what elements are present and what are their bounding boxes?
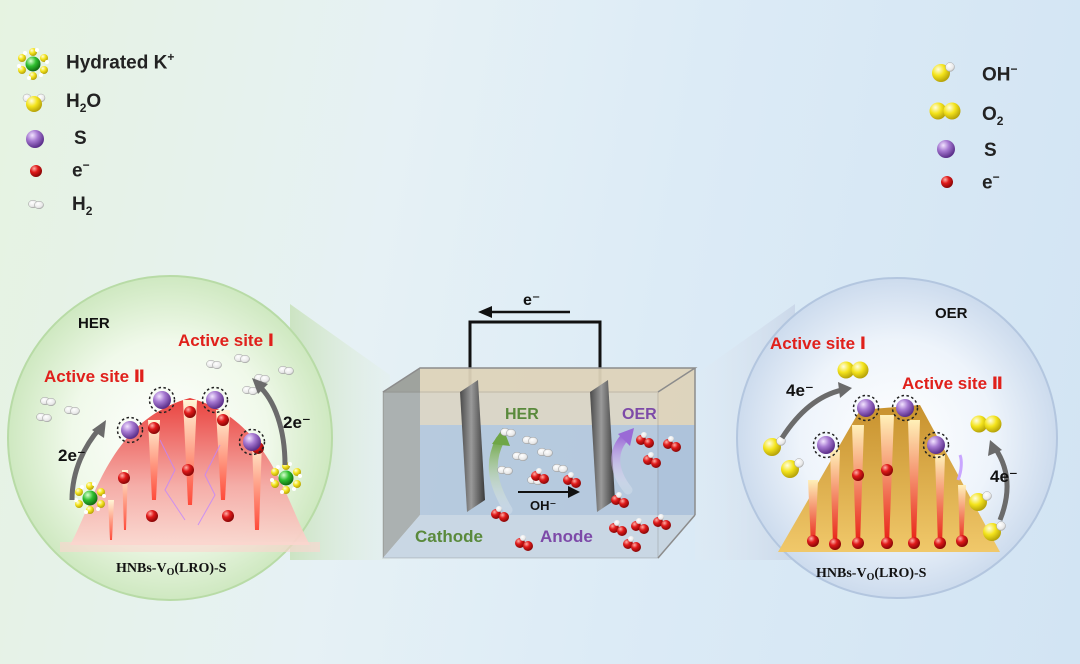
her-arrow-left [69,426,102,501]
oxygen-molecule-icon [929,102,961,120]
electrolytic-cell: e⁻ OH⁻ HER OER [382,292,698,559]
anode-label: Anode [540,527,593,546]
legend-label-sulfur-right: S [984,140,997,161]
oer-electrons-right: 4e⁻ [990,467,1018,486]
oer-arrow-left [779,387,843,440]
oer-arrow-right [992,446,1010,521]
legend-label-hydrated-k: Hydrated K+ [66,50,175,74]
legend-label-water: H2O [66,91,102,115]
cathode-label: Cathode [415,527,483,546]
her-panel: HER Active site Ⅰ [7,275,333,601]
external-circuit [468,320,602,395]
oer-electrons-left: 4e⁻ [786,381,814,400]
sulfur-atom-icon [937,140,955,158]
electron-icon [30,165,42,177]
legend-label-electron-right: e− [982,170,1000,194]
water-molecule-icon [22,93,46,113]
her-electrons-right: 2e⁻ [283,413,311,432]
her-arrow-right [256,383,288,466]
her-active-site-2: Active site Ⅱ [44,367,145,386]
oer-panel-title: OER [935,305,968,322]
legend-label-oxygen: O2 [982,104,1004,128]
oer-active-site-2: Active site Ⅱ [902,374,1003,393]
cell-oer-label: OER [622,406,657,423]
hydroxide-icon [931,62,955,83]
her-electrons-left: 2e⁻ [58,446,86,465]
her-active-site-1: Active site Ⅰ [178,331,274,350]
electron-icon [941,176,953,188]
oer-material-label: HNBs-VO(LRO)-S [816,566,927,583]
cathode-electrode [460,380,485,512]
hydroxide-flow-label: OH⁻ [530,498,556,513]
oer-active-site-1: Active site Ⅰ [770,334,866,353]
oer-panel: OER Active site Ⅰ Active site Ⅱ 4 [736,277,1058,599]
cell-her-label: HER [505,406,539,423]
electron-flow-label: e⁻ [523,292,540,309]
sulfur-atom-icon [26,130,44,148]
legend-label-hydroxide: OH− [982,62,1018,86]
hydrated-k-icon [17,48,49,80]
her-material-label: HNBs-VO(LRO)-S [116,561,227,578]
legend-label-electron: e− [72,158,90,182]
her-panel-title: HER [78,315,110,332]
legend-label-hydrogen: H2 [72,194,93,218]
legend-label-sulfur: S [74,128,87,149]
hydrogen-molecule-icon [28,199,44,210]
anode-electrode [590,380,615,512]
